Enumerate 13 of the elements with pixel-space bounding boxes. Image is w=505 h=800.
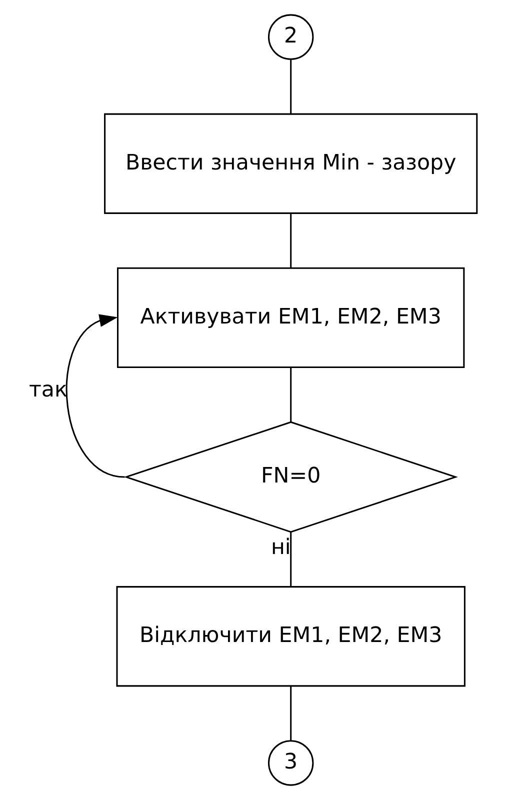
node-box: Ввести значення Min - зазору xyxy=(104,113,478,214)
node-circle: 2 xyxy=(267,14,314,60)
node-box: Відключити ЕМ1, ЕМ2, ЕМ3 xyxy=(116,586,465,687)
node-diamond: FN=0 xyxy=(123,421,458,533)
connector xyxy=(290,60,292,114)
connector xyxy=(290,532,292,587)
node-box: Активувати ЕМ1, ЕМ2, ЕМ3 xyxy=(116,267,464,368)
node-circle: 3 xyxy=(267,740,314,786)
connector xyxy=(290,686,292,741)
connector xyxy=(290,213,292,268)
arrow xyxy=(65,314,124,478)
connector xyxy=(290,367,292,422)
edge-label: ні xyxy=(270,534,290,560)
